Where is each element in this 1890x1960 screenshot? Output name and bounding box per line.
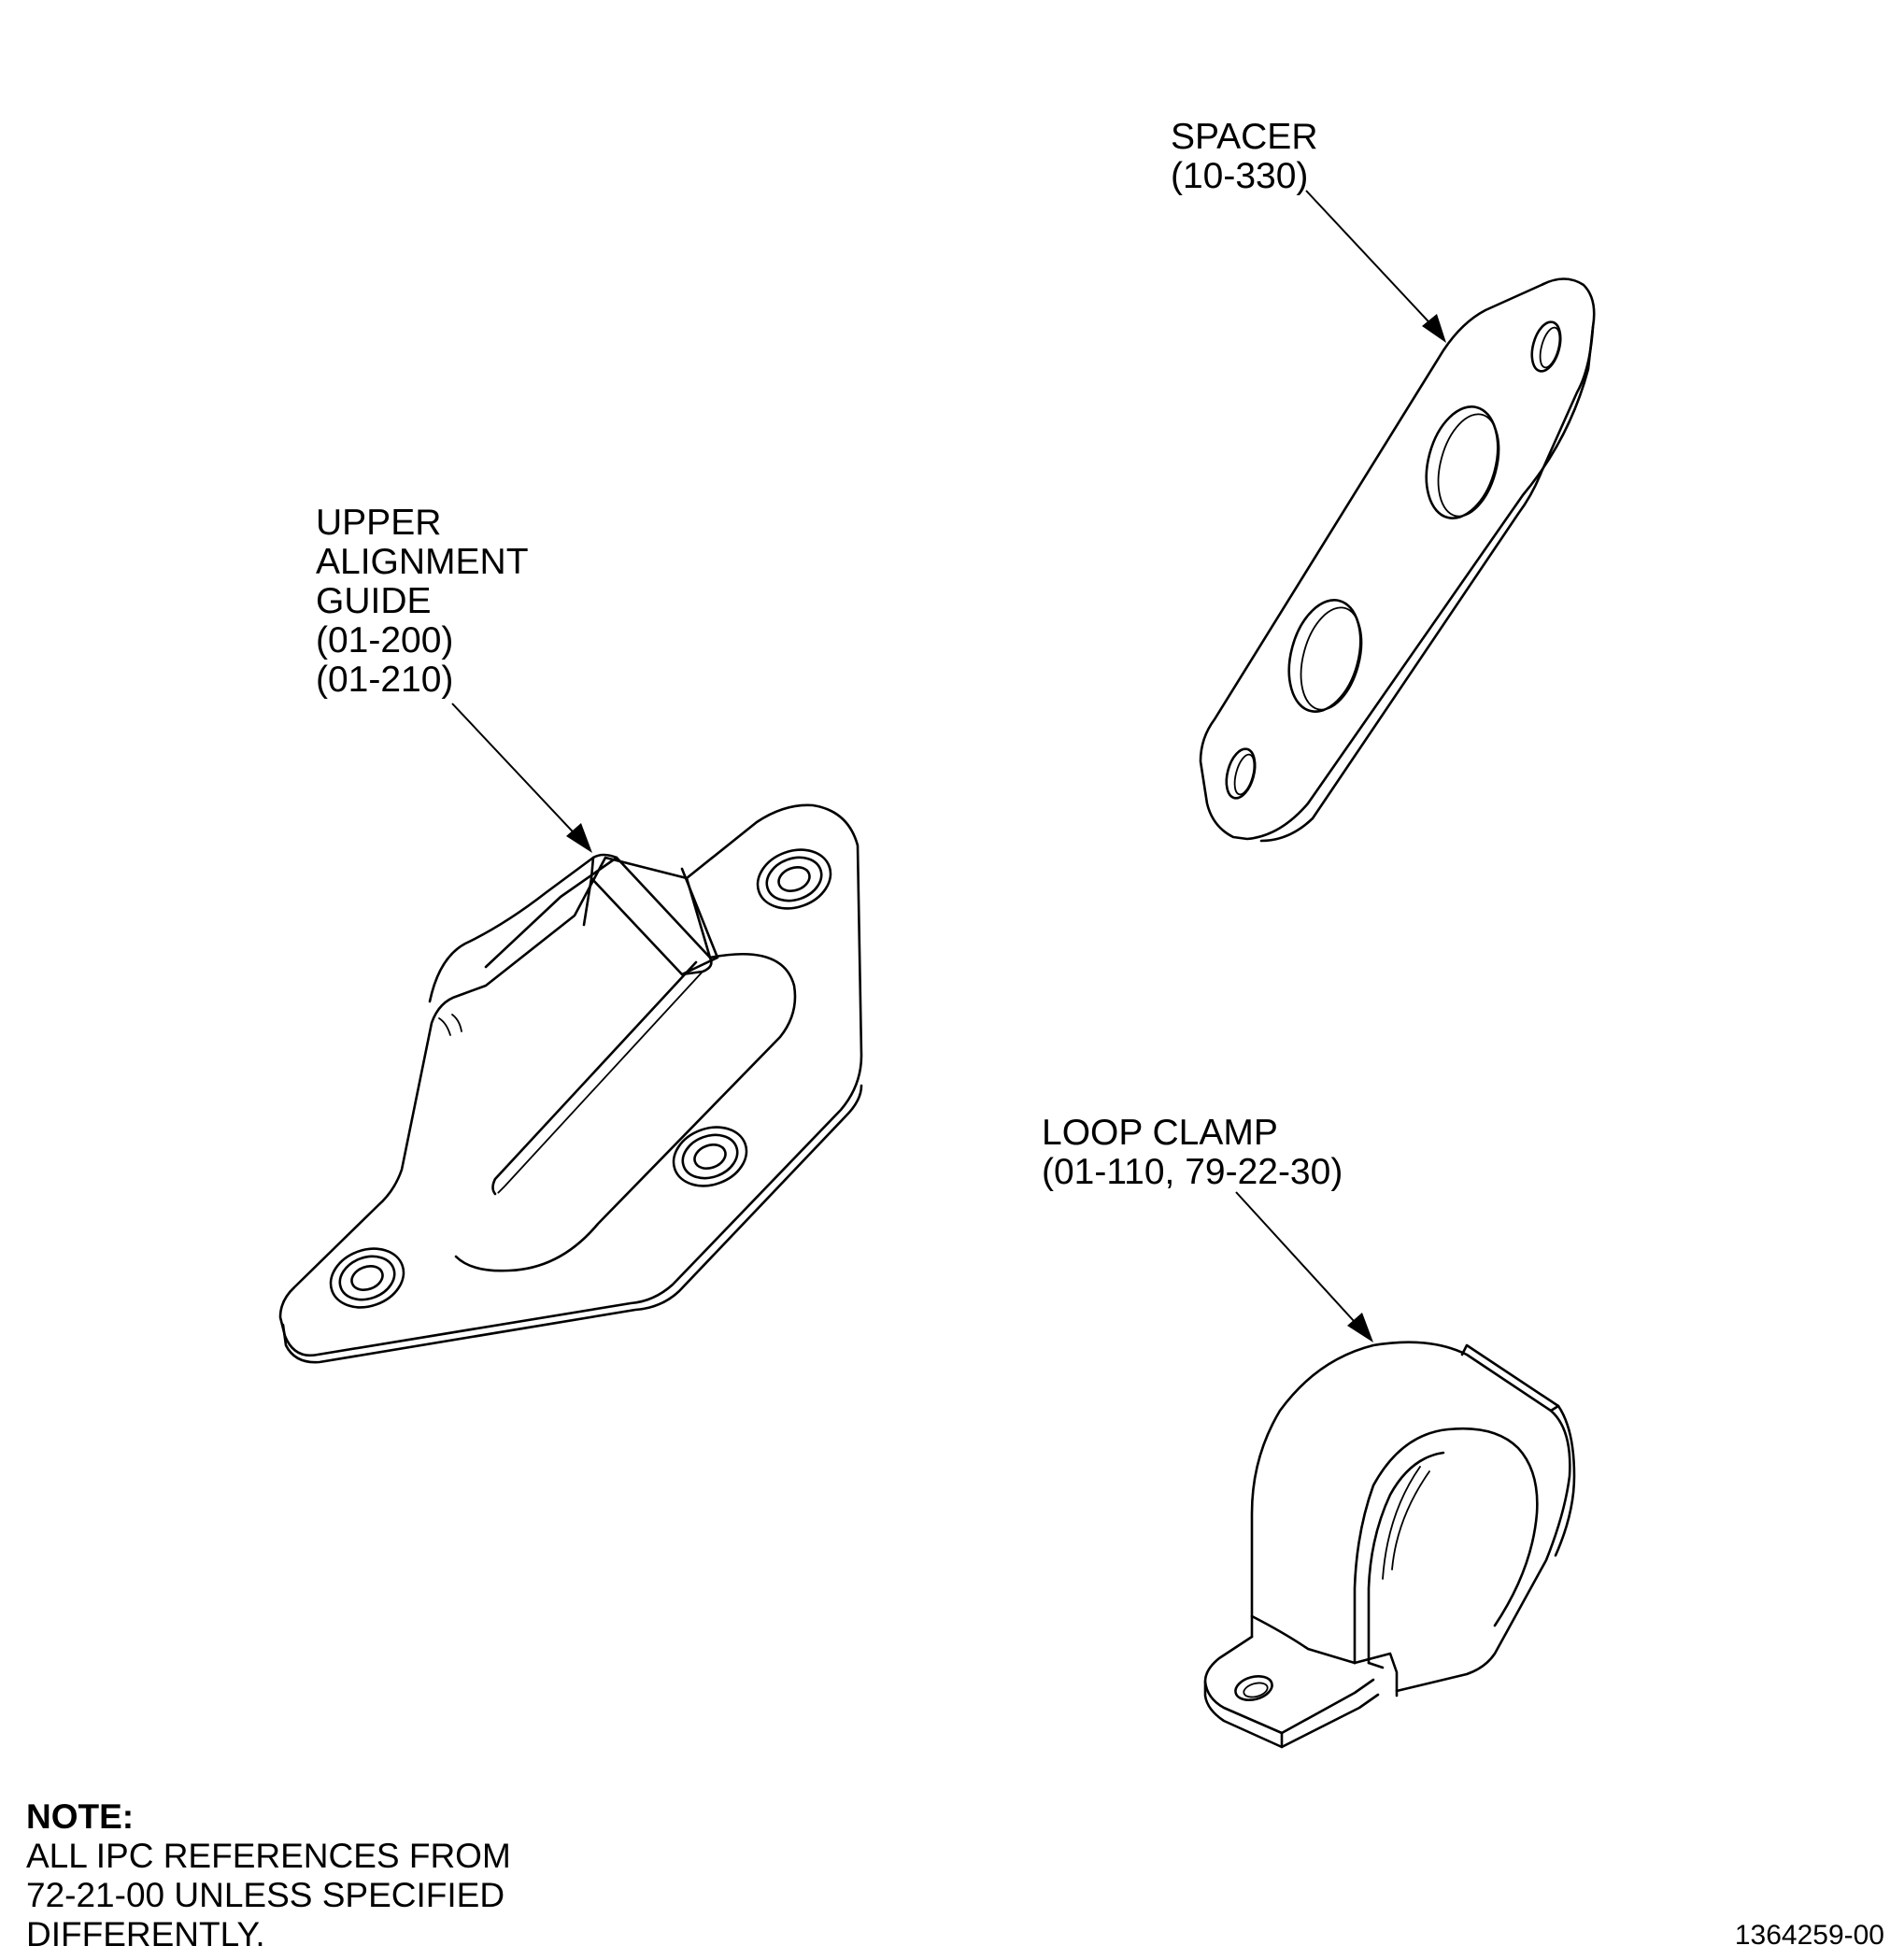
guide-callout-line: ALIGNMENT (316, 542, 529, 582)
loop-clamp-part (1203, 1341, 1576, 1749)
guide-arrowhead (566, 823, 592, 853)
spacer-callout-line: (10-330) (1171, 156, 1309, 196)
guide-callout-line: (01-210) (316, 660, 454, 700)
spacer-leader (1305, 190, 1440, 334)
spacer-arrowhead (1422, 314, 1446, 343)
note-title: NOTE: (26, 1797, 135, 1836)
guide-leader (451, 703, 585, 845)
loop-clamp-callout: LOOP CLAMP (01-110, 79-22-30) (1042, 1114, 1343, 1192)
spacer-callout: SPACER (10-330) (1171, 118, 1318, 196)
spacer-part (1199, 277, 1596, 843)
spacer-callout-line: SPACER (1171, 117, 1318, 157)
clamp-arrowhead (1347, 1313, 1373, 1342)
note-block: NOTE: ALL IPC REFERENCES FROM 72-21-00 U… (26, 1797, 511, 1954)
upper-alignment-guide-part (278, 803, 863, 1364)
guide-callout-line: (01-200) (316, 620, 454, 660)
note-line: DIFFERENTLY. (26, 1915, 265, 1953)
note-line: 72-21-00 UNLESS SPECIFIED (26, 1876, 505, 1914)
drawing-number: 1364259-00 (1734, 1920, 1884, 1951)
guide-callout-line: UPPER (316, 503, 442, 543)
note-line: ALL IPC REFERENCES FROM (26, 1837, 511, 1875)
upper-alignment-guide-callout: UPPER ALIGNMENT GUIDE (01-200) (01-210) (316, 504, 529, 700)
clamp-callout-line: LOOP CLAMP (1042, 1113, 1278, 1153)
clamp-leader (1235, 1191, 1365, 1333)
guide-callout-line: GUIDE (316, 581, 432, 621)
clamp-callout-line: (01-110, 79-22-30) (1042, 1152, 1343, 1192)
